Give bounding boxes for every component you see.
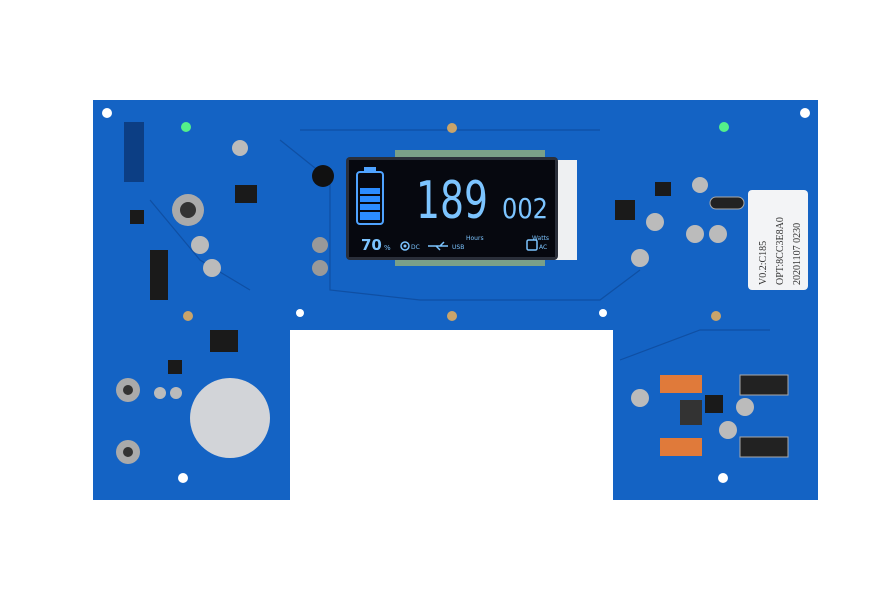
sticker-line1: V0.2:C185 <box>758 241 769 285</box>
led-right <box>719 122 729 132</box>
lcd-watts-unit: Watts <box>532 235 549 242</box>
usb-a-ports <box>660 374 789 458</box>
usb-c-port <box>709 196 745 210</box>
chips <box>130 182 723 425</box>
usb-icon <box>428 241 448 251</box>
ac-outlet-icon <box>526 239 538 251</box>
round-pad <box>190 378 270 458</box>
buzzer <box>312 165 334 187</box>
mounting-holes <box>102 108 810 483</box>
pin-header <box>124 122 144 182</box>
led-left <box>181 122 191 132</box>
lcd-dc-label: DC <box>411 244 420 251</box>
serial-sticker: V0.2:C185 OPT:8CC3E8A0 20201107 0230 <box>748 190 808 290</box>
lcd-display: 189 Hours 002 Watts 70 % DC USB AC <box>346 150 577 266</box>
dc-icon <box>400 241 410 251</box>
tact-switches <box>183 123 721 321</box>
lcd-percent-sign: % <box>384 244 391 252</box>
sticker-line2: OPT:8CC3E8A0 <box>775 217 786 285</box>
lcd-hours-unit: Hours <box>466 235 484 242</box>
battery-icon <box>356 167 384 225</box>
lcd-battery-percent: 70 <box>361 236 382 254</box>
lcd-watts-value: 002 <box>502 192 548 225</box>
lcd-hours-value: 189 <box>416 171 488 231</box>
sticker-line3: 20201107 0230 <box>792 223 803 285</box>
capacitors <box>154 140 754 439</box>
lcd-ac-label: AC <box>539 244 547 251</box>
lcd-usb-label: USB <box>452 244 464 251</box>
dc-jacks <box>116 194 204 464</box>
